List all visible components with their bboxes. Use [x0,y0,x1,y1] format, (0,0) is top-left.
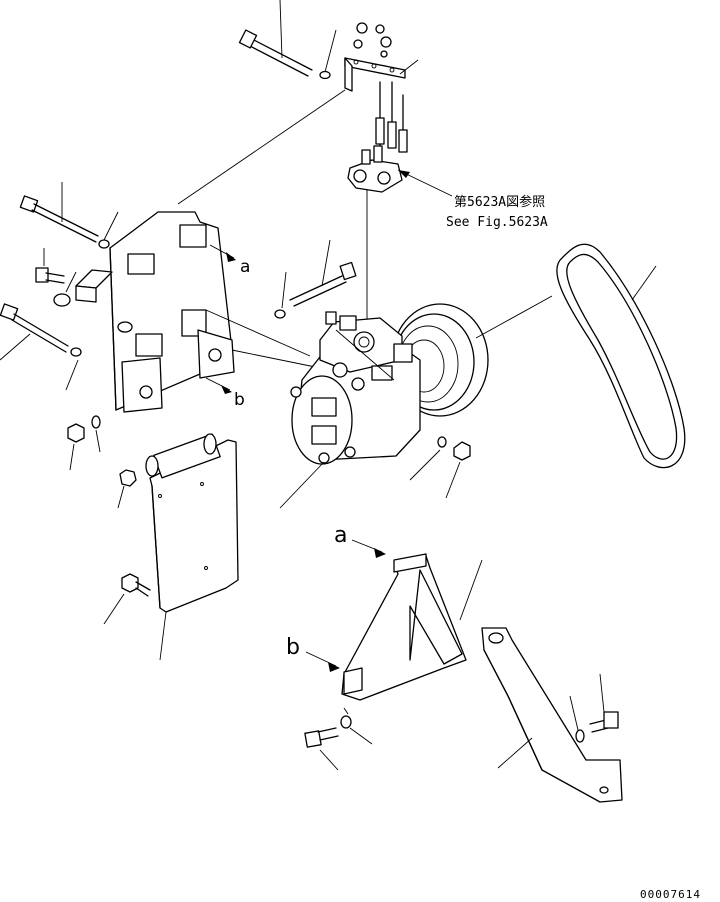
compressor [290,303,489,465]
left-bolt-lower [0,303,82,391]
arrow-b-upper: b [205,377,245,410]
compressor-upper-bolt [274,239,357,319]
leader-bracket [177,89,346,205]
support-bracket-bolt [103,469,167,661]
angle-plate [75,269,113,303]
leader-plate-compressor [205,309,311,357]
label-b-upper: b [234,390,245,410]
compressor-nut-washer [279,436,471,509]
left-bolt-upper [19,182,119,249]
mounting-bracket [109,211,235,413]
arrow-b-lower: b [286,635,340,672]
top-long-bolt [238,0,337,80]
figure-number: 00007614 [640,888,701,901]
left-nut-washer [67,415,101,471]
adjusting-arm [481,627,623,803]
reference-note-en: See Fig.5623A [446,215,548,230]
label-b-lower: b [286,635,300,660]
adjusting-arm-bolt [569,673,619,743]
arrow-a-upper: a [209,244,250,277]
support-bracket [145,433,239,613]
arrow-a-lower: a [334,523,386,558]
drive-belt [475,243,686,469]
lower-support-bracket [341,553,483,701]
left-bolt-mid [35,248,77,307]
reference-note-jp: 第5623A図参照 [454,194,545,210]
hose-fittings [347,81,453,197]
hose-clamp-bracket [344,22,419,92]
label-a-lower: a [334,523,347,548]
label-a-upper: a [240,257,250,277]
lower-bracket-bolt [304,707,373,771]
